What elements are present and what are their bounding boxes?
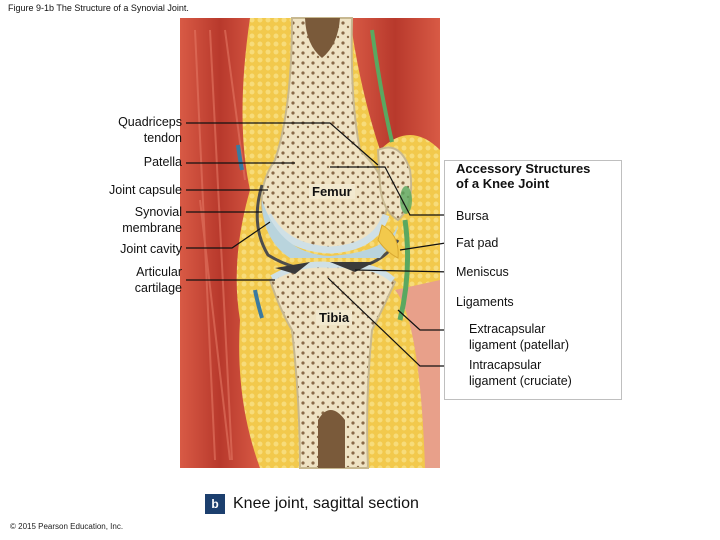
meniscus-shape: [330, 262, 375, 272]
extracapsular-label: Extracapsular ligament (patellar): [469, 322, 570, 352]
panel-badge: b: [205, 494, 225, 514]
articular-cartilage-label: Articular cartilage: [134, 265, 182, 295]
bursa-shape: [400, 186, 412, 214]
meniscus-label: Meniscus: [456, 265, 509, 279]
copyright: © 2015 Pearson Education, Inc.: [10, 522, 124, 531]
patella-label: Patella: [143, 155, 182, 169]
anterior-muscle: [350, 18, 440, 150]
synovial-membrane-label: Synovial membrane: [122, 205, 182, 235]
fat-pad-label: Fat pad: [456, 236, 499, 250]
patellar-ligament: [397, 219, 411, 321]
ligaments-label: Ligaments: [456, 295, 514, 309]
joint-cavity-label: Joint cavity: [120, 242, 182, 256]
figure-title: Figure 9-1b The Structure of a Synovial …: [8, 3, 189, 13]
meniscus-shape-2: [275, 262, 310, 274]
synovial-strip-2: [253, 289, 264, 319]
synovial-strip: [236, 144, 244, 171]
quadriceps-tendon: [370, 29, 394, 143]
intracapsular-label: Intracapsular ligament (cruciate): [469, 358, 572, 388]
leader-lines: [186, 122, 453, 367]
accessory-heading: Accessory Structures of a Knee Joint: [456, 161, 591, 191]
fat-pad-shape: [377, 224, 399, 259]
figure-caption: b Knee joint, sagittal section: [205, 494, 419, 514]
femur-marrow: [305, 18, 340, 58]
caption-text: Knee joint, sagittal section: [233, 495, 419, 512]
joint-cavity-fill: [262, 200, 398, 258]
anterior-lower-soft: [395, 280, 440, 468]
joint-capsule-label: Joint capsule: [109, 183, 182, 197]
quadriceps-tendon-label: Quadriceps tendon: [118, 115, 182, 145]
femur-label: Femur: [309, 184, 355, 199]
tibia-marrow: [318, 410, 345, 468]
accessory-structures-box: Accessory Structures of a Knee Joint: [444, 160, 622, 400]
femur-cartilage: [264, 213, 390, 254]
tibia-label: Tibia: [316, 310, 353, 325]
muscle-striations: [194, 29, 246, 461]
bursa-label: Bursa: [456, 209, 489, 223]
